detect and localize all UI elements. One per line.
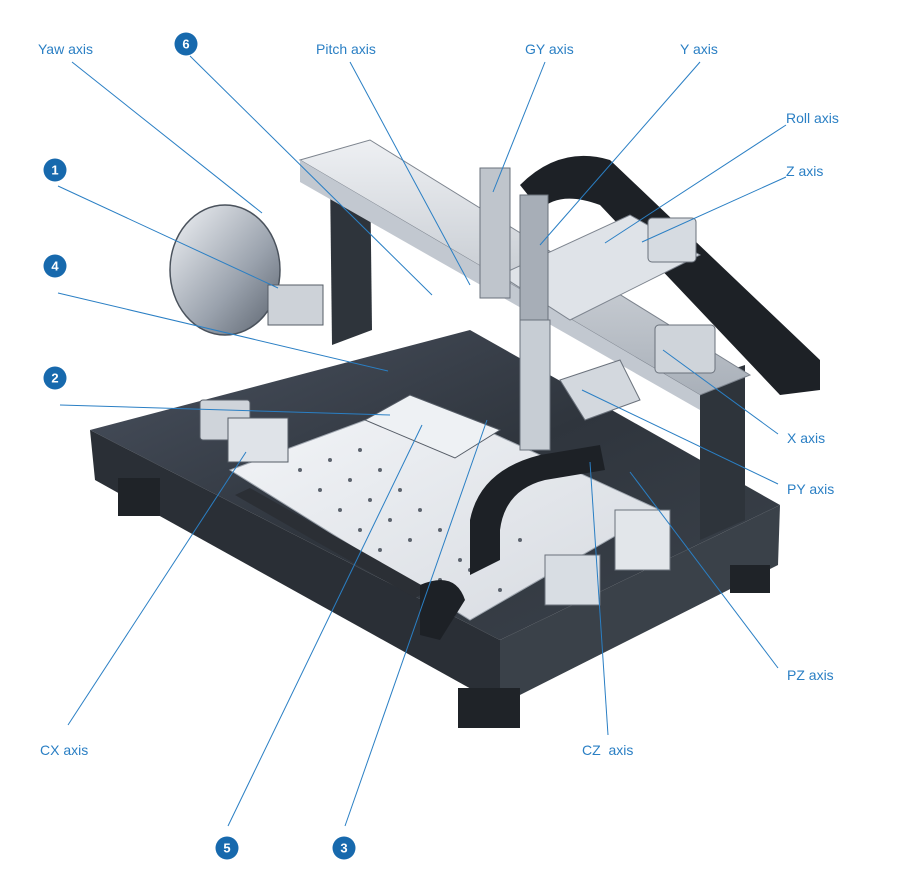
granite-base-front-left [90, 430, 500, 705]
x-axis-motor [654, 324, 716, 374]
leader-yaw [71, 61, 263, 214]
label-y-axis: Y axis [680, 41, 718, 57]
badge-6-number: 6 [182, 37, 189, 52]
leader-cx [67, 451, 247, 726]
pz-axis-bracket [544, 554, 601, 606]
foot-left [118, 478, 160, 516]
plate-holes [298, 448, 522, 592]
label-x-axis: X axis [787, 430, 825, 446]
label-py-axis: PY axis [787, 481, 834, 497]
badge-4: 4 [43, 254, 67, 278]
label-z-axis: Z axis [786, 163, 823, 179]
cx-axis-block [227, 417, 289, 463]
cable-chain-front [420, 580, 465, 640]
badge-4-number: 4 [51, 259, 59, 274]
granite-base-front-right [500, 505, 780, 705]
gy-axis-column [479, 167, 511, 299]
label-cx-axis: CX axis [40, 742, 88, 758]
leader-1 [57, 185, 279, 289]
leader-6 [189, 55, 433, 296]
foot-front [458, 688, 520, 728]
leader-lines [57, 55, 787, 827]
badge-2: 2 [43, 366, 67, 390]
axis-labels: Yaw axis Pitch axis GY axis Y axis Roll … [38, 41, 839, 758]
badge-1: 1 [43, 158, 67, 182]
badge-3-number: 3 [340, 841, 347, 856]
leader-4 [57, 292, 389, 372]
yaw-camera-mount [267, 284, 324, 326]
cz-axis-column [519, 319, 551, 451]
leader-2 [59, 404, 391, 416]
badge-1-number: 1 [51, 163, 58, 178]
dome-light [169, 204, 281, 336]
badge-3: 3 [332, 836, 356, 860]
pz-axis-block [614, 509, 671, 571]
leader-cz [589, 461, 609, 736]
leader-gy [492, 61, 546, 193]
leader-5 [227, 424, 423, 827]
label-pz-axis: PZ axis [787, 667, 834, 683]
badge-5: 5 [215, 836, 239, 860]
foot-right [730, 565, 770, 593]
leader-x [662, 349, 779, 435]
leader-z [641, 176, 787, 243]
cable-chain-lower [470, 445, 605, 575]
label-gy-axis: GY axis [525, 41, 574, 57]
sample-fixture [363, 394, 502, 459]
leader-pitch [349, 61, 471, 286]
machine-illustration [90, 139, 820, 728]
leader-pz [629, 471, 779, 669]
py-axis-slide [559, 359, 641, 421]
badge-5-number: 5 [223, 841, 230, 856]
badge-6: 6 [174, 32, 198, 56]
label-yaw-axis: Yaw axis [38, 41, 93, 57]
leader-roll [604, 124, 787, 244]
numbered-badges: 6 1 4 2 5 3 [43, 32, 356, 860]
gantry-column-right [700, 365, 745, 540]
label-pitch-axis: Pitch axis [316, 41, 376, 57]
leader-3 [344, 419, 488, 827]
z-axis-motor [647, 217, 697, 263]
cable-chain-top [520, 155, 820, 395]
leader-y [539, 61, 701, 246]
leader-py [581, 389, 779, 485]
cx-rail [235, 488, 430, 598]
label-roll-axis: Roll axis [786, 110, 839, 126]
label-cz-axis: CZ axis [582, 742, 633, 758]
badge-2-number: 2 [51, 371, 58, 386]
